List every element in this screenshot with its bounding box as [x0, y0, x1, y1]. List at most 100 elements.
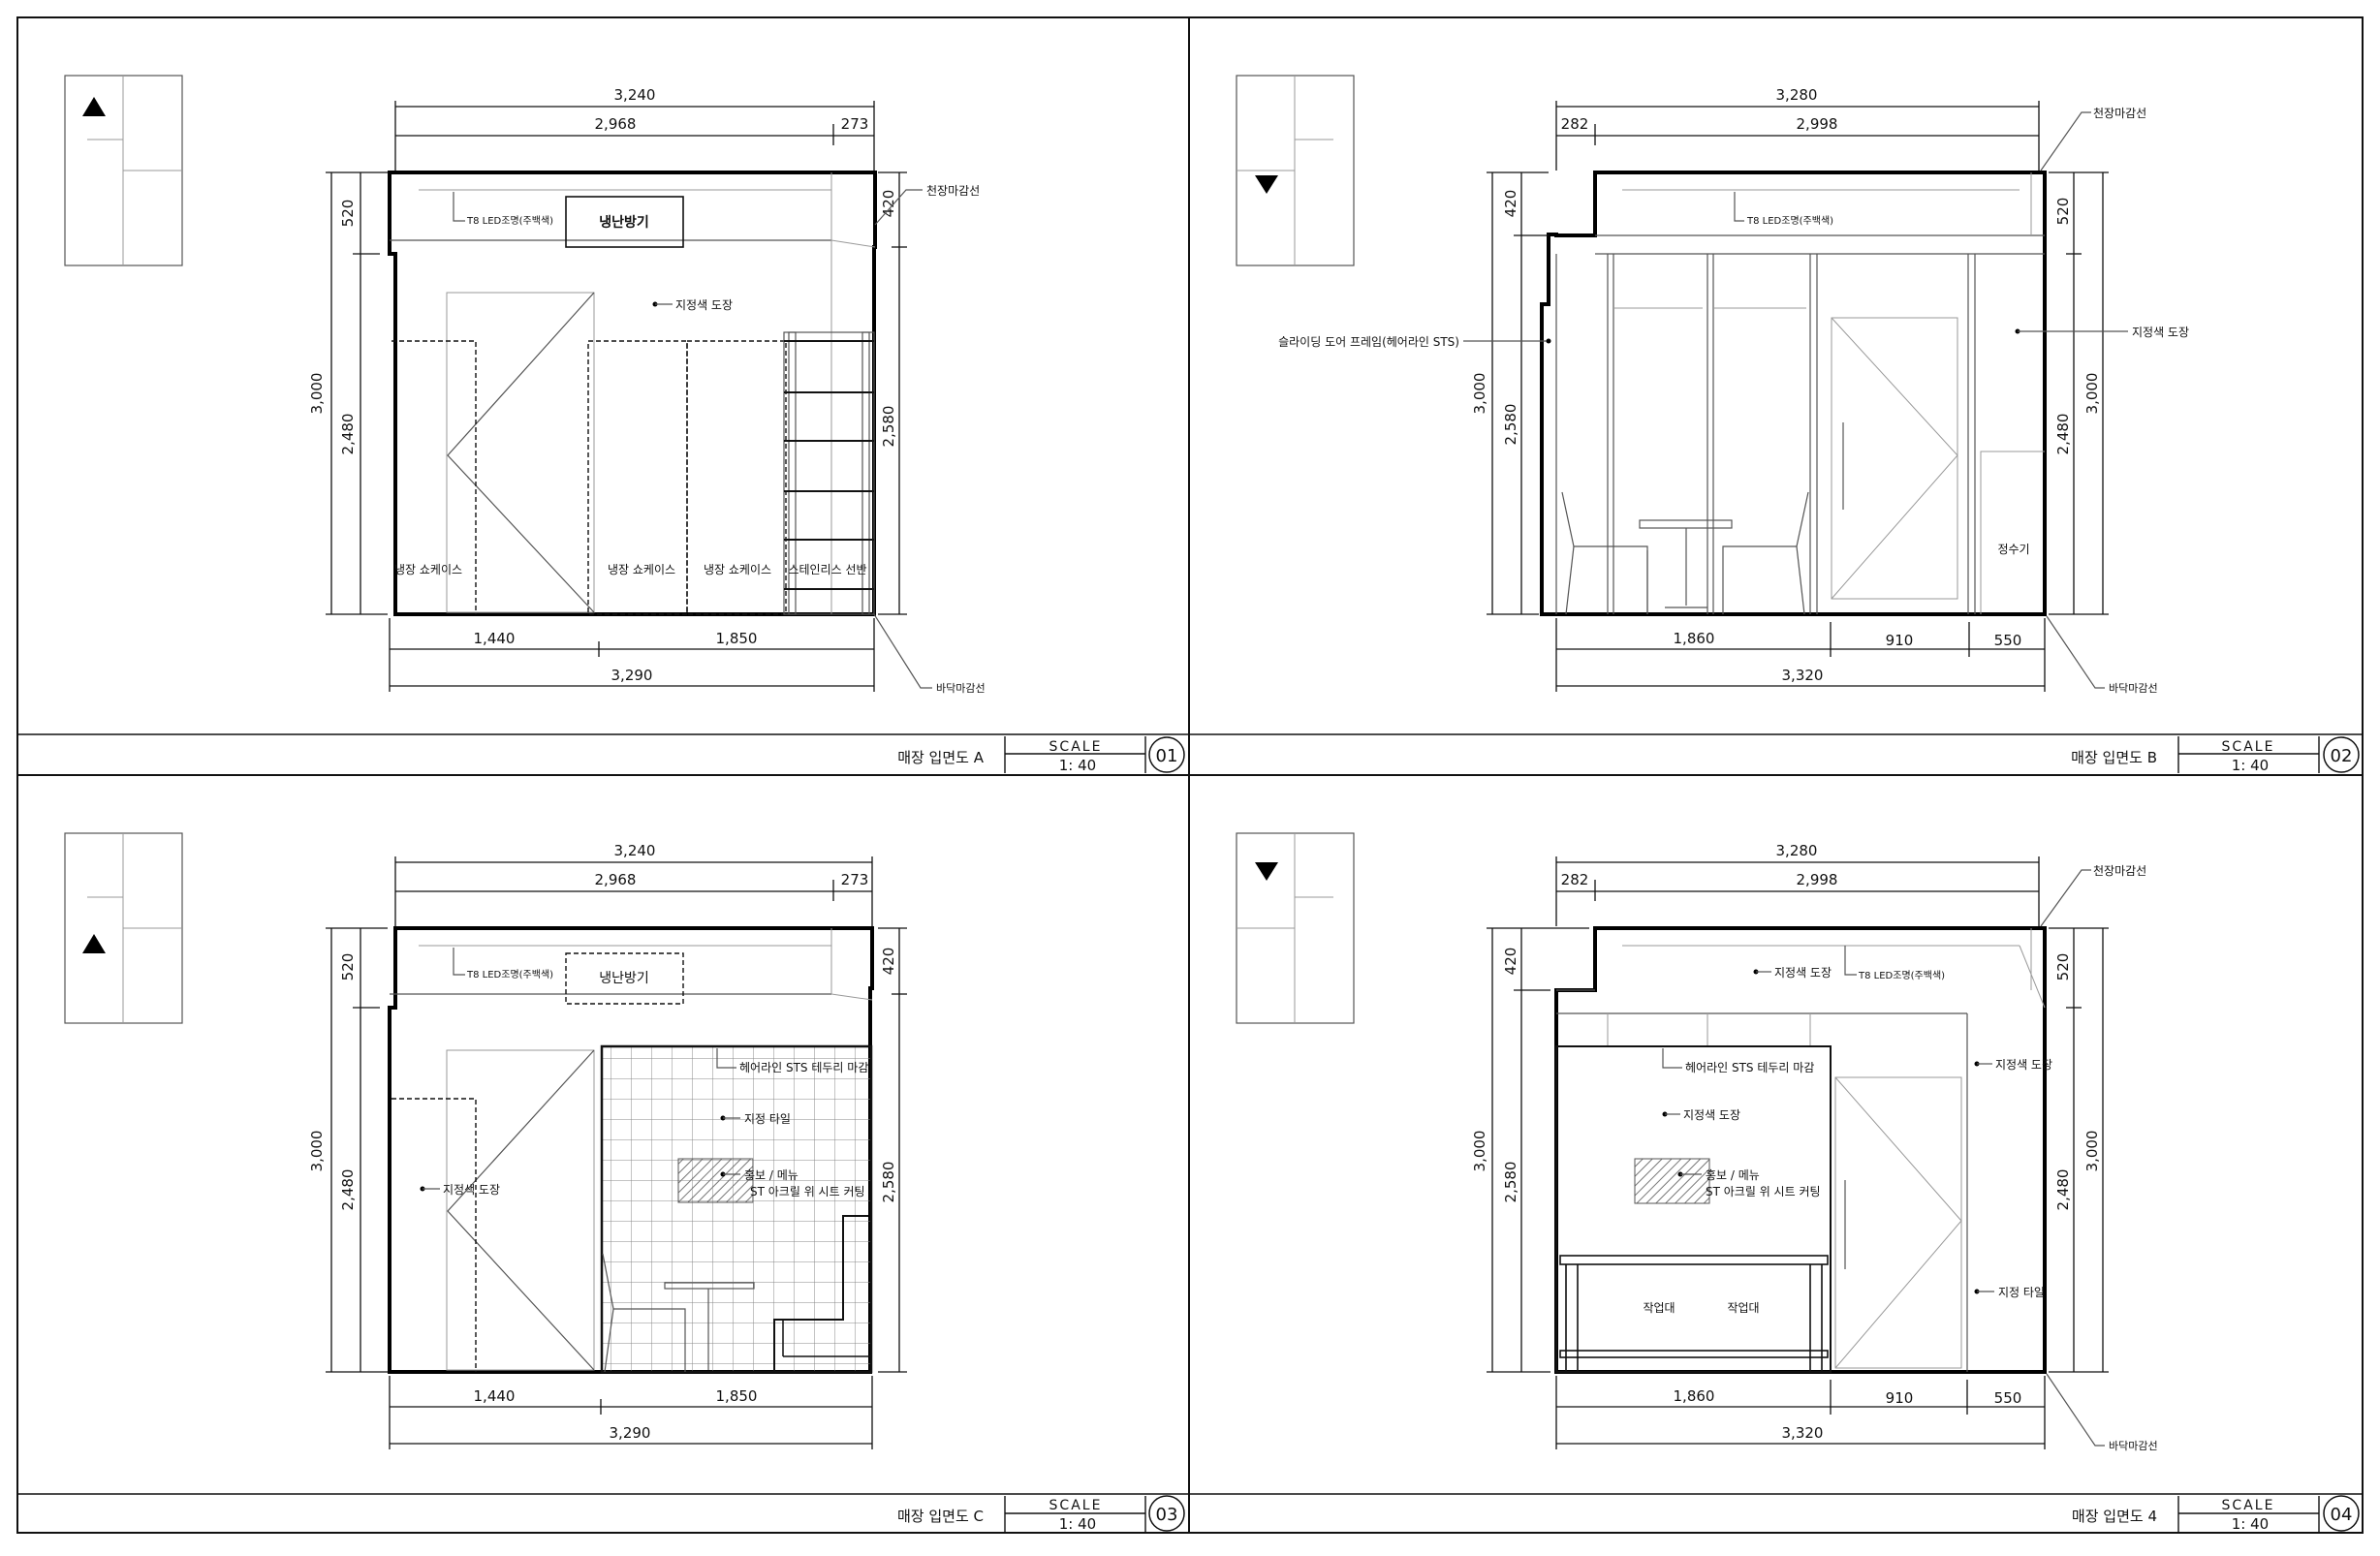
dim-top-b-a: 273 — [841, 115, 869, 133]
dim-left-a-4: 420 — [1502, 948, 1519, 976]
view-arrow-up-icon — [82, 934, 106, 953]
work-tables-4 — [1559, 1255, 1829, 1372]
stainless-shelf-a — [783, 331, 875, 615]
dim-bot-c-b: 550 — [1994, 632, 2022, 649]
dim-bot-b-a: 1,850 — [716, 630, 758, 647]
elevation-panel-b: 3,280 282 2,998 420 3,000 2,580 520 2,48… — [1189, 75, 2363, 774]
dim-top-total-4: 3,280 — [1776, 842, 1818, 859]
dim-left-outer-4: 3,000 — [1471, 1131, 1488, 1172]
label-led-b: T8 LED조명(주백색) — [1746, 215, 1833, 227]
elevation-panel-a: 3,240 2,968 273 3,000 520 2,480 420 2,58… — [17, 75, 1189, 774]
dim-left-a-b: 420 — [1502, 190, 1519, 218]
dim-top-b-c: 273 — [841, 871, 869, 888]
sheet-number-b: 02 — [2331, 746, 2353, 766]
dim-right-b-b: 2,480 — [2054, 414, 2072, 455]
label-led-4: T8 LED조명(주백색) — [1858, 970, 1945, 981]
sheet-number-a: 01 — [1156, 746, 1178, 766]
dim-top-total-c: 3,240 — [614, 842, 656, 859]
label-case2-a: 냉장 쇼케이스 — [608, 563, 675, 576]
dim-bot-b-b: 910 — [1886, 632, 1914, 649]
dim-left-b-c: 2,480 — [339, 1169, 357, 1211]
dim-left-a-c: 520 — [339, 953, 357, 981]
label-paint-mid-4: 지정색 도장 — [1683, 1108, 1740, 1122]
dim-right-b-a: 2,580 — [880, 406, 897, 448]
dim-bot-total-b: 3,320 — [1782, 667, 1824, 684]
dim-left-outer-a: 3,000 — [308, 373, 326, 415]
sheet-number-c: 03 — [1156, 1505, 1178, 1525]
sliding-door-frame-b — [1555, 254, 2045, 614]
dim-left-a-a: 520 — [339, 200, 357, 228]
view-arrow-up-icon — [82, 97, 106, 116]
sts-panel-4 — [1555, 1045, 1832, 1373]
dim-left-outer-c: 3,000 — [308, 1131, 326, 1172]
label-purifier-b: 정수기 — [1997, 543, 2029, 556]
label-tile-c: 지정 타일 — [744, 1112, 791, 1126]
dim-top-total-b: 3,280 — [1776, 86, 1818, 104]
bench-c — [773, 1215, 870, 1372]
hvac-unit-a — [565, 196, 684, 248]
dim-bot-total-4: 3,320 — [1782, 1424, 1824, 1442]
dim-right-a-a: 420 — [880, 190, 897, 218]
sheet-title-a: 매장 입면도 A — [897, 749, 985, 766]
dim-top-b-4: 2,998 — [1797, 871, 1838, 888]
label-ceiling-a: 천장마감선 — [926, 183, 980, 198]
label-work1-4: 작업대 — [1643, 1301, 1675, 1315]
label-tile-4: 지정 타일 — [1998, 1286, 2045, 1299]
scale-label-b: SCALE — [2222, 739, 2275, 755]
dim-bot-total-c: 3,290 — [610, 1424, 651, 1442]
scale-value-a: 1: 40 — [1059, 757, 1096, 774]
scale-label-a: SCALE — [1049, 739, 1103, 755]
label-promo1-4: 홍보 / 메뉴 — [1706, 1168, 1760, 1182]
tile-wall-c — [600, 1044, 873, 1374]
table-and-chairs-b — [1561, 491, 1809, 615]
dim-bot-c-4: 550 — [1994, 1389, 2022, 1407]
scale-label-c: SCALE — [1049, 1498, 1103, 1513]
dim-bot-a-b: 1,860 — [1674, 630, 1715, 647]
label-promo1-c: 홍보 / 메뉴 — [744, 1168, 799, 1182]
label-led-c: T8 LED조명(주백색) — [466, 969, 553, 980]
label-paint-c: 지정색 도장 — [443, 1183, 500, 1197]
label-led-a: T8 LED조명(주백색) — [466, 215, 553, 227]
dim-bot-b-c: 1,850 — [716, 1387, 758, 1405]
label-case1-a: 냉장 쇼케이스 — [394, 563, 462, 576]
dim-bot-b-4: 910 — [1886, 1389, 1914, 1407]
elevation-panel-c: 3,240 2,968 273 3,000 520 2,480 420 2,58… — [17, 832, 1189, 1533]
wall-outline-4 — [1554, 926, 2047, 1374]
sheet-number-4: 04 — [2331, 1505, 2353, 1525]
label-ceiling-4: 천장마감선 — [2093, 863, 2146, 878]
dim-bot-a-c: 1,440 — [474, 1387, 516, 1405]
elevation-panel-4: 3,280 282 2,998 420 3,000 2,580 520 2,48… — [1189, 832, 2363, 1533]
sheet-title-c: 매장 입면도 C — [897, 1508, 984, 1525]
label-sts-trim-c: 헤어라인 STS 테두리 마감 — [739, 1061, 868, 1074]
dim-right-outer-b: 3,000 — [2083, 373, 2101, 415]
dim-top-a-a: 2,968 — [595, 115, 637, 133]
dim-right-a-4: 520 — [2054, 953, 2072, 981]
label-shelf-a: 스테인리스 선반 — [788, 563, 866, 576]
dim-bot-a-4: 1,860 — [1674, 1387, 1715, 1405]
dim-right-b-c: 2,580 — [880, 1162, 897, 1203]
dim-bot-total-a: 3,290 — [611, 667, 653, 684]
dim-left-b-a: 2,480 — [339, 414, 357, 455]
dim-top-b-b: 2,998 — [1797, 115, 1838, 133]
scale-value-b: 1: 40 — [2232, 757, 2269, 774]
dim-top-a-4: 282 — [1561, 871, 1589, 888]
view-arrow-down-icon — [1255, 862, 1278, 881]
label-ceiling-b: 천장마감선 — [2093, 106, 2146, 120]
scale-label-4: SCALE — [2222, 1498, 2275, 1513]
label-promo2-4: ST 아크릴 위 시트 커팅 — [1706, 1185, 1821, 1198]
label-floor-b: 바닥마감선 — [2109, 682, 2158, 695]
dim-top-total-a: 3,240 — [614, 86, 656, 104]
dim-right-a-b: 520 — [2054, 198, 2072, 226]
dim-right-a-c: 420 — [880, 948, 897, 976]
dim-left-b-b: 2,580 — [1502, 404, 1519, 446]
dim-bot-a-a: 1,440 — [474, 630, 516, 647]
dim-right-b-4: 2,480 — [2054, 1169, 2072, 1211]
label-sts-trim-4: 헤어라인 STS 테두리 마감 — [1685, 1061, 1814, 1074]
label-hvac-c: 냉난방기 — [599, 971, 649, 986]
label-hvac-a: 냉난방기 — [599, 214, 649, 231]
sheet-title-4: 매장 입면도 4 — [2072, 1508, 2157, 1525]
label-floor-a: 바닥마감선 — [936, 682, 986, 695]
label-door-b: 슬라이딩 도어 프레임(헤어라인 STS) — [1278, 335, 1459, 349]
dim-right-outer-4: 3,000 — [2083, 1131, 2101, 1172]
table-and-chair-c — [602, 1253, 755, 1373]
